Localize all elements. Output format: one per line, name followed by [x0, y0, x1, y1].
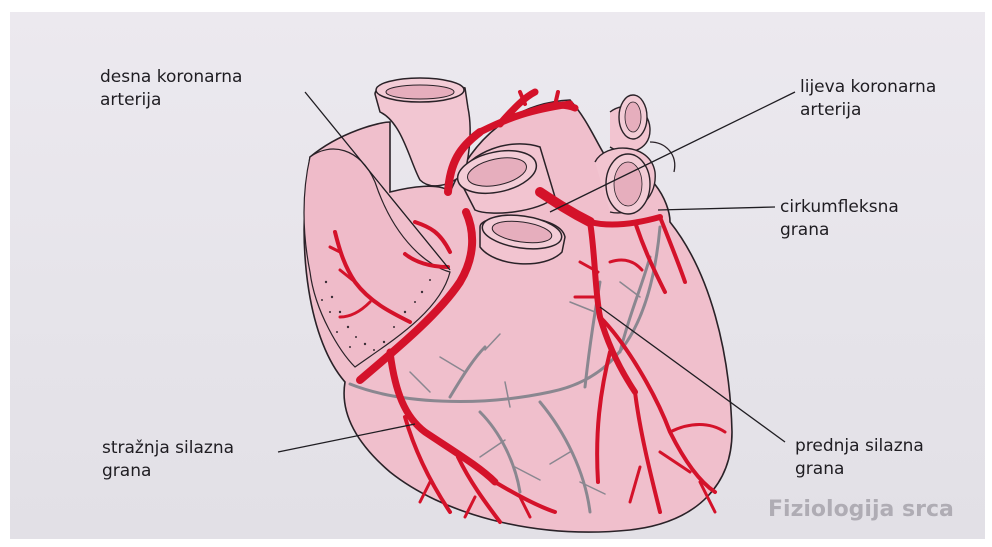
label-right-coronary-line1: desna koronarna [100, 66, 242, 89]
label-posterior-descending-line2: grana [102, 460, 234, 483]
figure-page: Fiziologija srca [10, 12, 985, 539]
label-posterior-descending-branch: stražnja silazna grana [102, 437, 234, 483]
label-anterior-descending-branch: prednja silazna grana [795, 435, 924, 481]
label-left-coronary-line1: lijeva koronarna [800, 76, 936, 99]
aorta-inner [386, 85, 454, 99]
label-right-coronary-line2: arterija [100, 89, 242, 112]
leader-circumflex [658, 207, 775, 210]
pulmonary-vein-upper-inner [625, 102, 641, 132]
label-circumflex-branch: cirkumfleksna grana [780, 196, 899, 242]
label-left-coronary-artery: lijeva koronarna arterija [800, 76, 936, 122]
label-anterior-descending-line1: prednja silazna [795, 435, 924, 458]
label-circumflex-line1: cirkumfleksna [780, 196, 899, 219]
label-posterior-descending-line1: stražnja silazna [102, 437, 234, 460]
label-circumflex-line2: grana [780, 219, 899, 242]
label-right-coronary-artery: desna koronarna arterija [100, 66, 242, 112]
label-anterior-descending-line2: grana [795, 458, 924, 481]
label-left-coronary-line2: arterija [800, 99, 936, 122]
